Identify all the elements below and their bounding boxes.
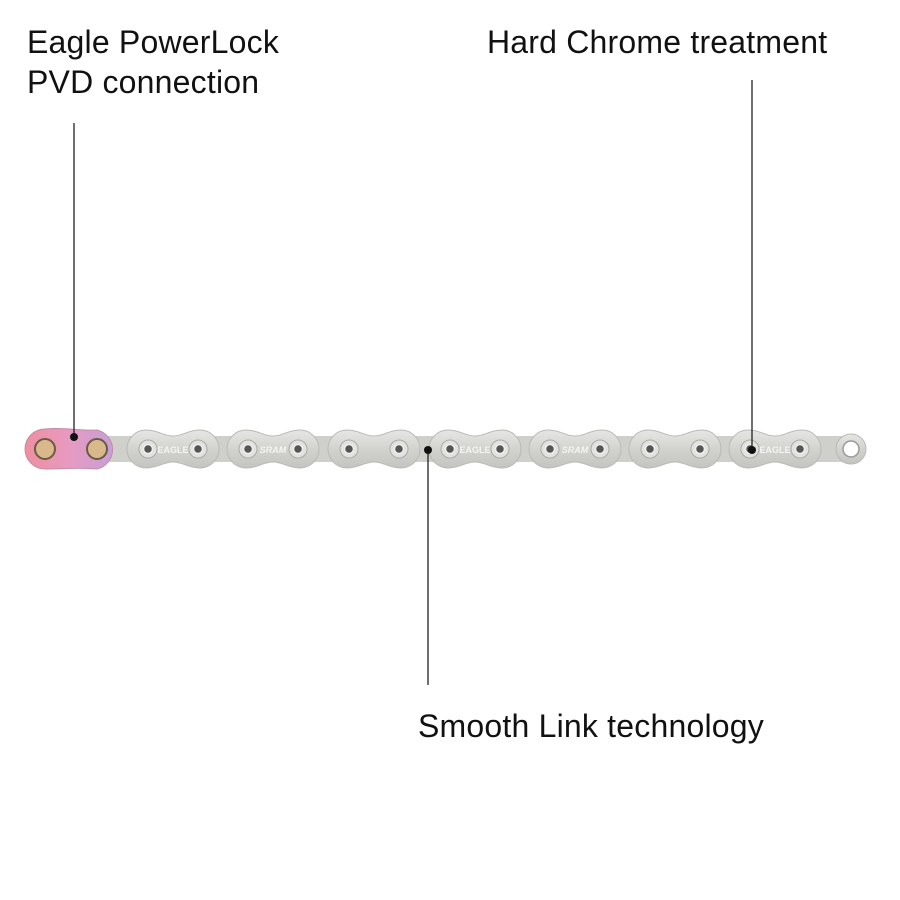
outer-plate	[226, 429, 320, 469]
chrome-leader-dot	[748, 446, 756, 454]
outer-plate	[528, 429, 622, 469]
chrome-label: Hard Chrome treatment	[487, 24, 828, 60]
plate-marking: EAGLE	[759, 445, 790, 455]
smooth-leader-dot	[424, 446, 432, 454]
pin-hole	[694, 443, 706, 455]
pin-hole	[544, 443, 556, 455]
powerlock-leader-dot	[70, 433, 78, 441]
plate-marking: EAGLE	[459, 445, 490, 455]
plate-marking: EAGLE	[157, 445, 188, 455]
powerlock-label-line2: PVD connection	[27, 64, 260, 100]
pin-hole	[242, 443, 254, 455]
pin-hole	[292, 443, 304, 455]
plate-marking: SRAM	[562, 445, 589, 455]
powerlock-pin	[34, 438, 56, 460]
chain: EAGLE SRAM EAGLE SRAM EAGLE	[24, 427, 867, 470]
pin-hole	[192, 443, 204, 455]
outer-plate	[628, 429, 722, 469]
pin-hole	[594, 443, 606, 455]
pin-hole	[343, 443, 355, 455]
outer-plate	[327, 429, 421, 469]
pin-hole	[444, 443, 456, 455]
powerlock-pin	[86, 438, 108, 460]
pin-hole	[644, 443, 656, 455]
pin-hole	[393, 443, 405, 455]
plate-marking: SRAM	[260, 445, 287, 455]
outer-plate	[428, 429, 522, 469]
outer-plate	[126, 429, 220, 469]
pin-hole	[142, 443, 154, 455]
end-roller-hole	[842, 440, 860, 458]
powerlock-label: Eagle PowerLock PVD connection	[27, 22, 279, 102]
pin-hole	[794, 443, 806, 455]
smooth-link-label: Smooth Link technology	[418, 708, 764, 744]
pin-hole	[494, 443, 506, 455]
powerlock-label-line1: Eagle PowerLock	[27, 24, 280, 60]
